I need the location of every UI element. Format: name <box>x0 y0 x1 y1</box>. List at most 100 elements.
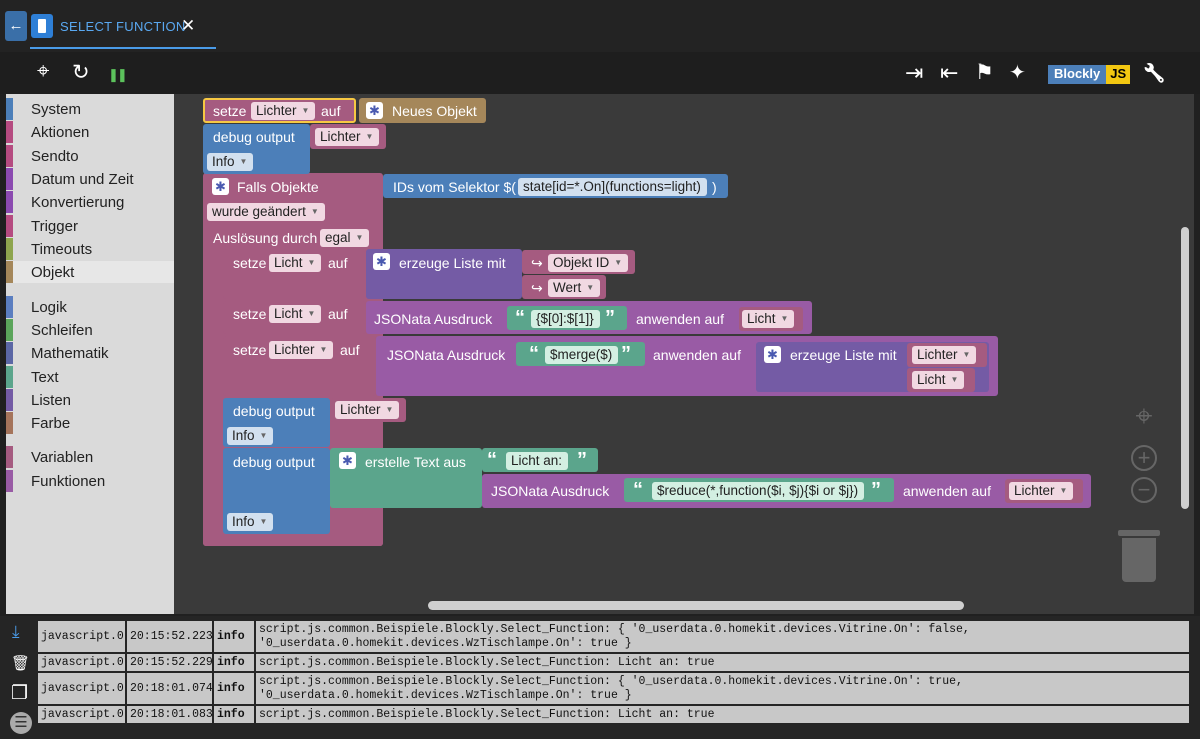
category-text[interactable]: Text <box>6 366 174 388</box>
import-icon[interactable]: ⇤ <box>940 60 959 85</box>
checkered-flag-icon[interactable]: ⚑ <box>975 61 994 84</box>
block-label: IDs vom Selektor $( <box>393 179 516 195</box>
category-variablen[interactable]: Variablen <box>6 446 174 468</box>
log-message: script.js.common.Beispiele.Blockly.Selec… <box>256 621 1191 652</box>
variable-dropdown-lichter[interactable]: Lichter▼ <box>1009 482 1074 500</box>
block-label: JSONata Ausdruck <box>491 483 610 499</box>
gear-icon[interactable]: ✱ <box>366 102 383 119</box>
category-objekt[interactable]: Objekt <box>6 261 174 283</box>
gear-icon[interactable]: ✱ <box>764 346 781 363</box>
category-trigger[interactable]: Trigger <box>6 215 174 237</box>
copy-icon[interactable]: ❐ <box>11 683 29 704</box>
js-label: JS <box>1106 65 1131 84</box>
clear-log-icon[interactable]: 🗑 <box>11 655 31 672</box>
back-button[interactable]: ← <box>5 11 27 41</box>
block-label: erzeuge Liste mit <box>790 347 897 363</box>
close-quote-icon: ” <box>605 307 615 329</box>
locate-icon[interactable]: ⌖ <box>37 58 50 83</box>
gear-icon[interactable]: ✱ <box>212 178 229 195</box>
pause-icon[interactable]: ❚❚ <box>108 67 128 82</box>
center-workspace-icon[interactable]: ⌖ <box>1135 400 1153 433</box>
category-mathematik[interactable]: Mathematik <box>6 342 174 364</box>
category-farbe[interactable]: Farbe <box>6 412 174 434</box>
category-system[interactable]: System <box>6 98 174 120</box>
horizontal-scrollbar[interactable] <box>428 601 964 610</box>
variable-dropdown-lichter[interactable]: Lichter▼ <box>251 102 316 120</box>
blockly-js-toggle[interactable]: Blockly JS <box>1048 65 1131 84</box>
close-quote-icon: ” <box>577 449 587 471</box>
variable-dropdown-licht[interactable]: Licht▼ <box>742 310 795 328</box>
open-quote-icon: “ <box>515 307 525 329</box>
category-sendto[interactable]: Sendto <box>6 145 174 167</box>
category-timeouts[interactable]: Timeouts <box>6 238 174 260</box>
block-label: erzeuge Liste mit <box>399 255 506 271</box>
selector-input[interactable]: state[id=*.On](functions=light) <box>518 178 707 196</box>
text-input[interactable]: {$[0]:$[1]} <box>531 310 600 328</box>
trigger-attr-dropdown[interactable]: Wert▼ <box>548 279 601 297</box>
log-source: javascript.0 <box>38 654 127 671</box>
trigger-type-dropdown[interactable]: wurde geändert▼ <box>207 203 325 221</box>
vertical-scrollbar[interactable] <box>1181 227 1189 509</box>
variable-dropdown-licht[interactable]: Licht▼ <box>269 305 322 323</box>
variable-dropdown-lichter[interactable]: Lichter▼ <box>269 341 334 359</box>
variable-dropdown-licht[interactable]: Licht▼ <box>912 371 965 389</box>
category-logik[interactable]: Logik <box>6 296 174 318</box>
block-label: debug output <box>233 454 315 470</box>
zoom-in-icon[interactable]: + <box>1131 445 1157 471</box>
block-label: auf <box>321 103 341 119</box>
block-label: debug output <box>233 403 315 419</box>
category-datum-und-zeit[interactable]: Datum und Zeit <box>6 168 174 190</box>
log-source: javascript.0 <box>38 621 127 652</box>
list-view-icon[interactable]: ☰ <box>10 712 32 734</box>
text-input[interactable]: Licht an: <box>506 452 569 470</box>
category-toolbox: System Aktionen Sendto Datum und Zeit Ko… <box>6 94 174 614</box>
variable-dropdown-lichter[interactable]: Lichter▼ <box>335 401 400 419</box>
trigger-attr-dropdown[interactable]: Objekt ID▼ <box>548 254 629 272</box>
link-arrow-icon: ↪ <box>531 255 543 271</box>
close-quote-icon: ” <box>621 343 631 365</box>
category-konvertierung[interactable]: Konvertierung <box>6 191 174 213</box>
log-level-dropdown[interactable]: Info▼ <box>227 513 274 531</box>
gear-icon[interactable]: ✱ <box>373 253 390 270</box>
tab-title[interactable]: SELECT FUNCTION <box>60 19 186 34</box>
trigger-source-dropdown[interactable]: egal▼ <box>320 229 370 247</box>
close-quote-icon: ” <box>871 479 881 501</box>
open-quote-icon: “ <box>633 479 643 501</box>
create-list-block[interactable] <box>366 249 522 299</box>
sparkle-icon[interactable]: ✦ <box>1009 62 1026 84</box>
text-input[interactable]: $reduce(*,function($i, $j){$i or $j}) <box>652 482 865 500</box>
variable-dropdown-licht[interactable]: Licht▼ <box>269 254 322 272</box>
variable-dropdown-lichter[interactable]: Lichter▼ <box>912 346 977 364</box>
close-tab-icon[interactable]: ✕ <box>181 16 196 35</box>
log-message: script.js.common.Beispiele.Blockly.Selec… <box>256 654 1191 671</box>
category-schleifen[interactable]: Schleifen <box>6 319 174 341</box>
log-level-dropdown[interactable]: Info▼ <box>227 427 274 445</box>
log-level-dropdown[interactable]: Info▼ <box>207 153 254 171</box>
export-icon[interactable]: ⇥ <box>905 60 924 85</box>
category-funktionen[interactable]: Funktionen <box>6 470 174 492</box>
script-file-icon <box>31 14 53 38</box>
text-input[interactable]: $merge($) <box>545 346 619 364</box>
zoom-out-icon[interactable]: − <box>1131 477 1157 503</box>
block-label: debug output <box>213 129 295 145</box>
gear-icon[interactable]: ✱ <box>339 452 356 469</box>
block-label: ) <box>712 179 717 195</box>
block-label: Auslösung durch <box>213 230 318 246</box>
block-label: setze <box>233 255 267 271</box>
category-aktionen[interactable]: Aktionen <box>6 121 174 143</box>
log-level: info <box>214 654 256 671</box>
download-icon[interactable]: ⤓ <box>12 622 20 641</box>
log-source: javascript.0 <box>38 706 127 723</box>
log-panel: ⤓ 🗑 ❐ ☰ javascript.0 20:15:52.223 info s… <box>0 616 1200 739</box>
wrench-icon[interactable]: 🔧 <box>1143 63 1166 83</box>
link-arrow-icon: ↪ <box>531 280 543 296</box>
refresh-icon[interactable]: ↻ <box>72 61 90 84</box>
category-listen[interactable]: Listen <box>6 389 174 411</box>
log-level: info <box>214 621 256 652</box>
block-label: auf <box>340 342 360 358</box>
log-row: javascript.0 20:15:52.223 info script.js… <box>38 621 1191 652</box>
blockly-workspace[interactable]: setze Lichter▼ auf ✱ Neues Objekt debug … <box>174 94 1194 614</box>
variable-dropdown-lichter[interactable]: Lichter▼ <box>315 128 380 146</box>
trash-icon[interactable] <box>1118 530 1160 582</box>
